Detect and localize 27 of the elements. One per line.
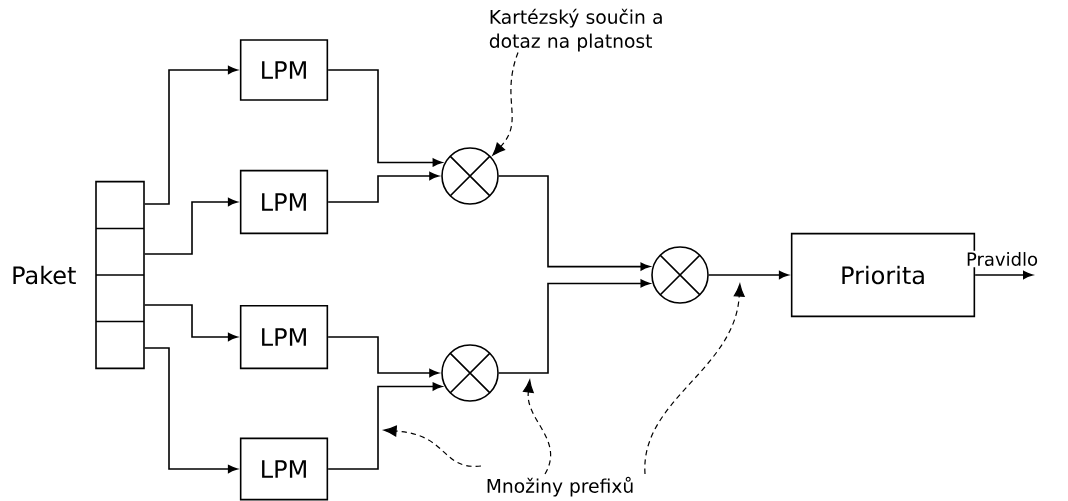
annotation-text: Množiny prefixů	[487, 476, 633, 497]
arrow	[144, 347, 238, 474]
arrow	[144, 304, 238, 342]
arrow	[708, 270, 789, 280]
arrow	[144, 65, 238, 205]
arrow	[327, 382, 443, 470]
arrow	[498, 175, 651, 271]
leader-line	[644, 283, 745, 475]
leader-line	[383, 425, 482, 467]
arrow	[327, 69, 443, 167]
process-box: LPM	[239, 304, 329, 370]
multiplier-circle	[441, 147, 499, 205]
leader-line	[522, 379, 552, 475]
edge-label: Pravidlo	[964, 250, 1040, 268]
arrow	[327, 171, 439, 203]
process-box: LPM	[239, 437, 329, 501]
multiplier-circle	[441, 344, 499, 402]
register-label: Paket	[13, 265, 76, 285]
process-box: LPM	[239, 39, 329, 101]
arrow	[327, 336, 439, 378]
multiplier-circle	[651, 246, 709, 304]
process-box: LPM	[239, 169, 329, 235]
arrow	[498, 279, 651, 374]
annotation-text: Kartézský součin a dotaz na platnost	[489, 8, 662, 52]
leader-line	[492, 51, 519, 156]
arrow	[974, 270, 1033, 280]
arrow	[144, 197, 238, 255]
